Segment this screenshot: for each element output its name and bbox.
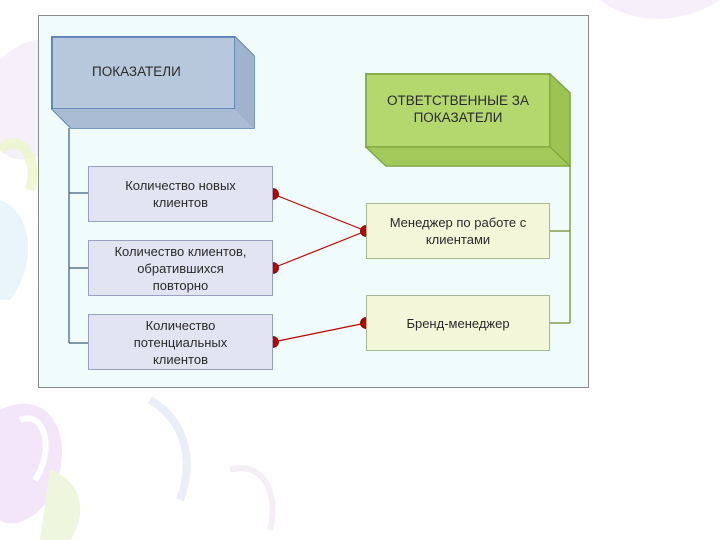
- indicator-box-repeat-clients: Количество клиентов, обратившихся повтор…: [88, 240, 273, 296]
- responsible-box-brand-manager: Бренд-менеджер: [366, 295, 550, 351]
- responsible-box-client-manager: Менеджер по работе с клиентами: [366, 203, 550, 259]
- responsible-header: ОТВЕТСТВЕННЫЕ ЗА ПОКАЗАТЕЛИ: [387, 93, 529, 125]
- indicators-header: ПОКАЗАТЕЛИ: [92, 64, 181, 79]
- indicator-box-potential-clients: Количество потенциальных клиентов: [88, 314, 273, 370]
- indicator-box-new-clients: Количество новых клиентов: [88, 166, 273, 222]
